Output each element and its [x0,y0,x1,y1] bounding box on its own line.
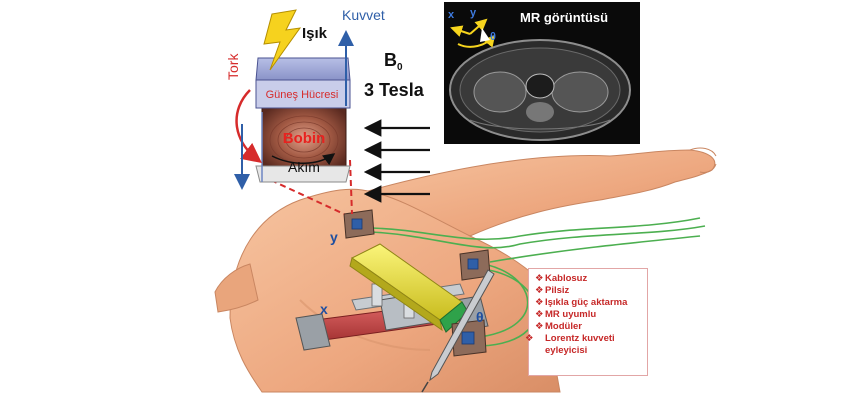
feature-item: ❖Kablosuz [535,273,588,284]
feature-item: ❖MR uyumlu [535,309,597,320]
mr-axis-theta: θ [490,31,496,43]
field-strength: 3 Tesla [364,80,425,100]
field-subscript: 0 [397,62,403,73]
bullet-icon: ❖ [535,285,544,296]
current-label: Akım [288,159,320,175]
solar-cell-label: Güneş Hücresi [266,89,339,101]
feature-item: ❖Modüler [535,321,582,332]
lightning-icon [263,9,302,71]
robot [295,209,495,393]
robot-axis-theta: θ [476,309,484,325]
robot-axis-x: x [320,301,328,317]
light-label: Işık [302,25,328,42]
feature-item: ❖Lorentz kuvveti eyleyicisi [525,333,615,356]
mr-title: MR görüntüsü [520,10,608,25]
bullet-icon: ❖ [535,273,544,284]
mr-axis-y: y [470,7,477,19]
force-label: Kuvvet [342,7,385,23]
bullet-icon: ❖ [525,333,534,344]
current-arrow [271,153,336,166]
torque-arrow [235,89,262,164]
field-symbol: B0 [384,50,403,73]
mr-axis-x: x [448,9,455,21]
field-arrows [363,119,430,203]
robot-axis-y: y [330,229,338,245]
bullet-icon: ❖ [535,297,544,308]
mr-image-panel [444,2,640,144]
feature-item: ❖Işıkla güç aktarma [535,297,628,308]
torque-label: Tork [225,53,241,80]
coil-label: Bobin [283,130,326,147]
bullet-icon: ❖ [535,309,544,320]
bullet-icon: ❖ [535,321,544,332]
feature-list: ❖Kablosuz ❖Pilsiz ❖Işıkla güç aktarma ❖M… [525,268,648,376]
feature-item: ❖Pilsiz [535,285,570,296]
